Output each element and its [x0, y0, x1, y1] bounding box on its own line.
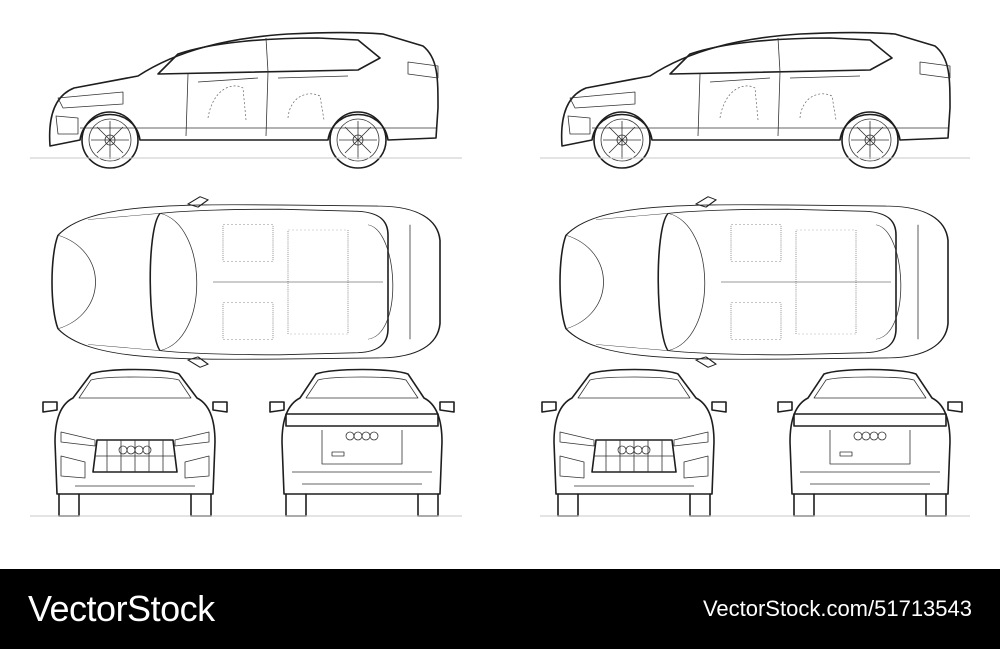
top-view-left — [51, 195, 441, 369]
side-view-right — [560, 31, 951, 169]
rear-view-right — [777, 368, 963, 517]
rear-view-left — [269, 368, 455, 517]
image-reference: VectorStock.com/51713543 — [702, 596, 972, 621]
brand-logo-text: VectorStock — [28, 588, 215, 629]
front-view-right — [541, 368, 727, 517]
top-view-right — [559, 195, 949, 369]
watermark-footer: VectorStock VectorStock.com/51713543 — [0, 569, 1000, 649]
front-view-left — [42, 368, 228, 517]
car-blueprint-drawing — [30, 31, 970, 517]
side-view-left — [48, 31, 439, 169]
